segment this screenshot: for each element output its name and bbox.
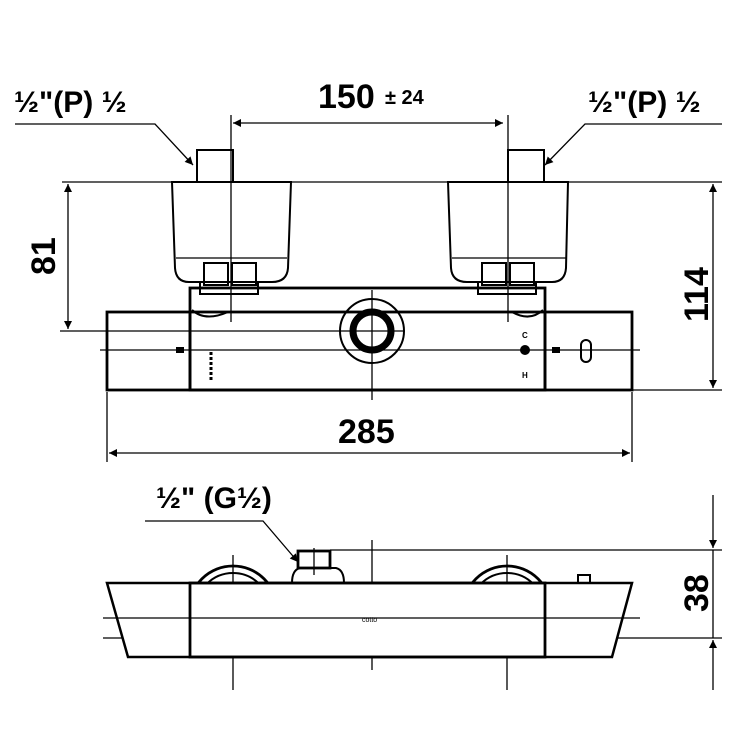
- center-distance-label: 150: [318, 78, 375, 116]
- outlet-circle: [339, 298, 405, 364]
- width-285-label: 285: [338, 413, 395, 451]
- right-inlet-label: ½"(P) ½: [588, 86, 701, 119]
- top-view: ½" (G½) 38 cotto: [103, 482, 722, 690]
- slot-icon: [580, 339, 592, 363]
- hot-marking: H: [522, 371, 528, 380]
- front-view: 150 ± 24 ½"(P) ½ ½"(P) ½ 81 114 285: [14, 78, 722, 462]
- outlet-label: ½" (G½): [156, 482, 272, 515]
- height-81-label: 81: [25, 237, 63, 275]
- cold-marking: C: [522, 331, 528, 340]
- depth-38-label: 38: [678, 574, 716, 612]
- right-inlet-leader: [544, 123, 722, 166]
- brand-mark: cotto: [362, 617, 377, 624]
- left-inlet-label: ½"(P) ½: [14, 86, 127, 119]
- center-tolerance-label: ± 24: [385, 87, 425, 109]
- left-inlet-leader: [15, 123, 194, 166]
- height-114-label: 114: [678, 267, 716, 322]
- temperature-marker-icon: [520, 345, 530, 355]
- mixer-body: C H: [105, 286, 634, 392]
- outlet-leader: [145, 520, 299, 563]
- button-icon: [577, 574, 591, 584]
